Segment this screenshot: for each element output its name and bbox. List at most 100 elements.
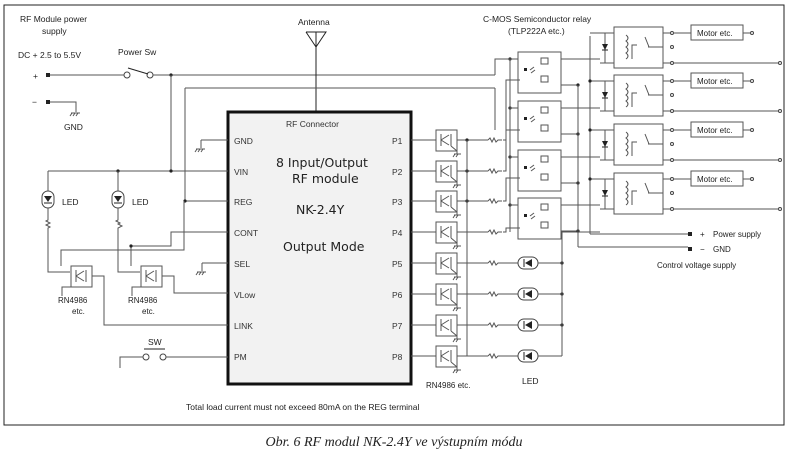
transistor-rn4986-1 [70,265,93,288]
ground-icon [452,338,461,343]
output-led-label: LED [522,376,539,386]
pin-p7: P7 [392,321,403,331]
transistor-label-1b: etc. [72,307,85,316]
relay-title-2: (TLP222A etc.) [508,26,565,36]
relay-title-1: C-MOS Semiconductor relay [483,14,592,24]
voltage-label: DC + 2.5 to 5.5V [18,50,81,60]
transistor-array-label: RN4986 etc. [426,381,470,390]
pin-reg: REG [234,197,252,207]
output-stage [411,129,600,374]
power-switch-label: Power Sw [118,47,157,57]
ground-icon [69,112,80,117]
resistor-icon [114,208,140,273]
control-voltage-label: Control voltage supply [657,261,736,270]
antenna-label: Antenna [298,17,330,27]
pin-sel: SEL [234,259,250,269]
diode-icon [602,141,608,147]
led-label-2: LED [132,197,149,207]
module-model: NK-2.4Y [296,202,345,217]
pin-link: LINK [234,321,253,331]
resistor-icon [487,228,502,236]
resistor-icon [487,290,502,298]
antenna-icon [305,31,327,112]
pin-vlow: VLow [234,290,256,300]
minus-terminal [46,100,50,104]
transistor-rn4986-2 [140,265,163,288]
pin-pm: PM [234,352,247,362]
coil-icon [625,34,629,60]
ssr-relay-1 [517,51,562,94]
power-supply-title-1: RF Module power [20,14,87,24]
pin-p2: P2 [392,167,403,177]
diode-icon [602,92,608,98]
resistor-icon [44,208,70,273]
module-title-2: RF module [292,171,359,186]
ground-icon [452,184,461,189]
ground-icon [194,148,205,153]
cv-minus: − [700,245,705,254]
pin-cont: CONT [234,228,258,238]
ground-icon [452,214,461,219]
ssr-relay-2 [517,100,562,143]
sw-label: SW [148,337,162,347]
pin-p1: P1 [392,136,403,146]
motor-label-2: Motor etc. [697,77,733,86]
motor-label-3: Motor etc. [697,126,733,135]
rf-module-box [226,110,413,386]
pin-p5: P5 [392,259,403,269]
ssr-relay-3 [517,149,562,192]
left-pins: GND VIN REG CONT SEL VLow LINK PM [234,136,258,362]
pin-p4: P4 [392,228,403,238]
gnd-label: GND [64,122,83,132]
led-icon [41,190,55,209]
ssr-stage [494,51,688,248]
coil-icon [625,82,629,108]
diode-icon [602,44,608,50]
right-pins: P1 P2 P3 P4 P5 P6 P7 P8 [392,136,403,362]
transistor-label-2b: etc. [142,307,155,316]
relay-stage: Motor etc. Motor etc. Motor etc. Motor etc. [588,24,782,234]
pin-vin: VIN [234,167,248,177]
resistor-icon [487,321,502,329]
ground-icon [195,271,206,276]
power-switch-icon [123,67,154,79]
resistor-icon [487,136,502,144]
motor-label-4: Motor etc. [697,175,733,184]
figure-caption: Obr. 6 RF modul NK-2.4Y ve výstupním mód… [265,435,523,450]
transistor-label-2a: RN4986 [128,296,158,305]
figure-frame [3,4,785,426]
pin-p8: P8 [392,352,403,362]
transistor-label-1a: RN4986 [58,296,88,305]
motor-label-1: Motor etc. [697,29,733,38]
coil-icon [625,131,629,157]
pin-p6: P6 [392,290,403,300]
minus-terminal-label: − [32,97,37,107]
pin-p3: P3 [392,197,403,207]
cv-gnd-label: GND [713,245,731,254]
resistor-icon [487,197,502,205]
coil-icon [625,180,629,206]
plus-terminal-label: + [33,71,38,81]
switch-icon[interactable] [142,353,167,361]
footnote: Total load current must not exceed 80mA … [186,402,420,412]
led-label-1: LED [62,197,79,207]
power-supply-title-2: supply [42,26,67,36]
pin-gnd: GND [234,136,253,146]
ground-icon [452,245,461,250]
led-icon [111,190,125,209]
ssr-relay-4 [517,197,562,240]
diode-icon [602,190,608,196]
ground-icon [452,276,461,281]
ground-icon [452,153,461,158]
plus-terminal [46,73,50,77]
ground-icon [452,307,461,312]
module-mode: Output Mode [283,239,365,254]
ground-icon [452,369,461,374]
resistor-icon [487,167,502,175]
rf-connector-label: RF Connector [286,119,339,129]
cv-plus: + [700,230,705,239]
module-title-1: 8 Input/Output [276,155,368,170]
cv-power-supply-label: Power supply [713,230,761,239]
resistor-icon [487,259,502,267]
